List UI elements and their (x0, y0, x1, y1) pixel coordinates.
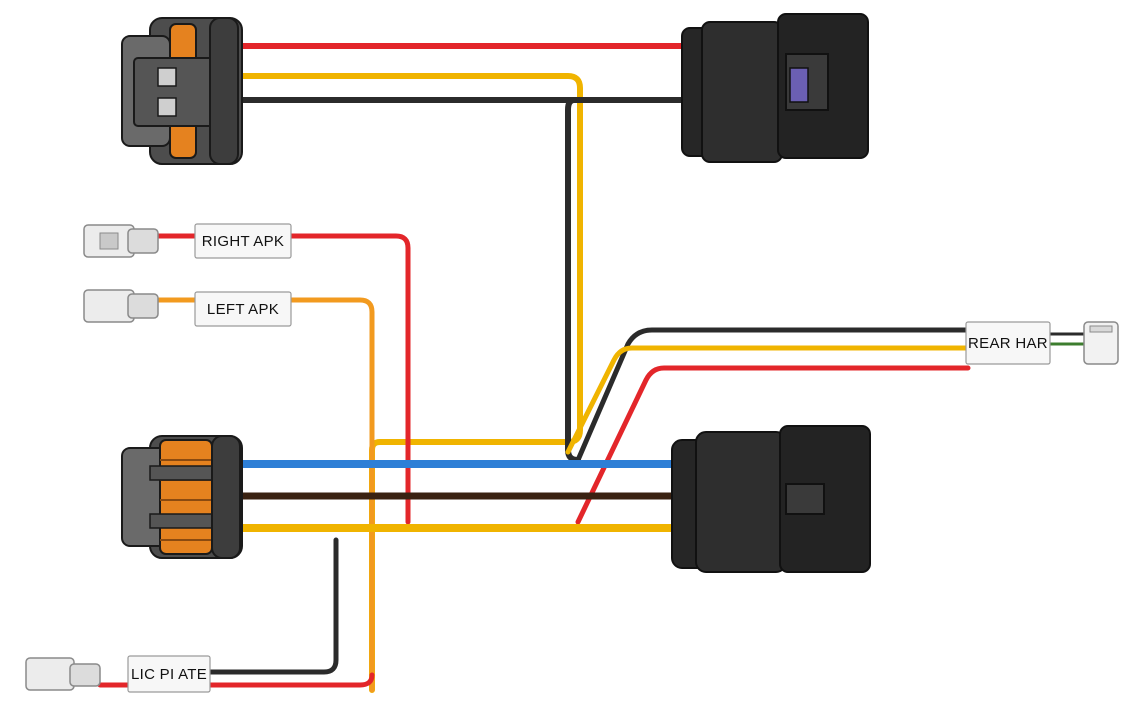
label-right-apk: RIGHT APK (194, 223, 292, 259)
label-left-apk-text: LEFT APK (207, 301, 279, 318)
lic-plate-orange-wire (97, 672, 375, 688)
grey-orange-weatherpack-connector-icon (121, 17, 243, 165)
label-lic-plate-text: LIC PI ATE (131, 666, 207, 683)
bullet-terminal-icon (83, 289, 159, 323)
bullet-terminal-icon (25, 657, 101, 691)
label-rear-har: REAR HAR (965, 321, 1051, 365)
rear-har-black-wire (575, 327, 971, 463)
left-apk-orange-wire (155, 297, 375, 693)
wires (97, 43, 1088, 693)
grey-orange-weatherpack-connector-icon (121, 435, 243, 559)
lic-plate-black-wire (207, 537, 339, 675)
white-plug-icon (1083, 321, 1119, 365)
right-apk-red-wire (155, 233, 411, 525)
label-lic-plate: LIC PI ATE (127, 655, 211, 693)
rear-har-yellow-wire (565, 345, 971, 455)
label-left-apk: LEFT APK (194, 291, 292, 327)
label-right-apk-text: RIGHT APK (202, 233, 284, 250)
black-drop-wire (565, 97, 581, 463)
black-multi-pin-connector-icon (681, 13, 869, 163)
rear-har-red-wire (575, 365, 971, 525)
bullet-terminal-icon (83, 224, 159, 258)
black-multi-pin-connector-icon (671, 425, 871, 573)
label-rear-har-text: REAR HAR (968, 335, 1048, 352)
